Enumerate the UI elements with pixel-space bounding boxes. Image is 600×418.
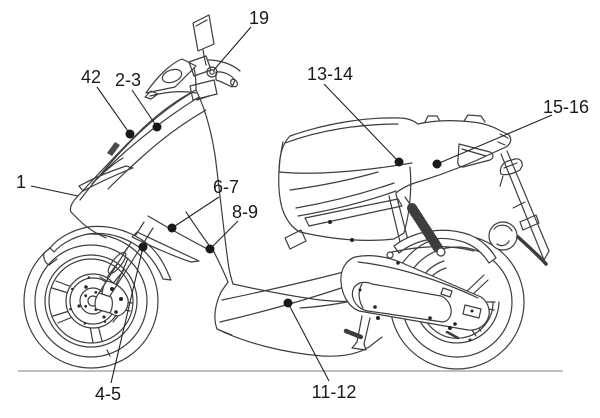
callout-label-8-9: 8-9 <box>232 202 258 222</box>
brake-lever <box>207 59 241 72</box>
leg-shield-edge <box>195 89 234 285</box>
grab-rail <box>424 115 441 123</box>
callout-11-12: 11-12 <box>283 298 357 402</box>
callout-label-2-3: 2-3 <box>115 70 141 90</box>
frame-underseat <box>284 193 409 250</box>
turn-signal <box>499 158 523 187</box>
callout-13-14: 13-14 <box>307 64 404 167</box>
callout-leader-11-12 <box>287 302 330 382</box>
callout-label-15-16: 15-16 <box>543 97 589 117</box>
callout-leader-19 <box>212 26 252 72</box>
brake-hose <box>115 257 129 285</box>
windscreen <box>145 58 197 97</box>
grab-rail-rear <box>463 114 486 123</box>
muffler <box>351 281 452 323</box>
callout-15-16: 15-16 <box>432 97 589 169</box>
callout-leader-6-7 <box>171 196 220 229</box>
callout-label-13-14: 13-14 <box>307 64 353 84</box>
callout-42: 42 <box>81 67 135 139</box>
callout-label-11-12: 11-12 <box>312 382 357 402</box>
scooter-artwork <box>23 14 550 370</box>
mirror <box>192 14 215 66</box>
callout-dot-42 <box>125 129 135 139</box>
front-fender <box>43 225 172 281</box>
callout-leader-42 <box>96 86 131 135</box>
engine-cover <box>340 246 490 331</box>
mirror-stem <box>202 49 207 66</box>
callout-6-7: 6-7 <box>167 177 239 233</box>
tire-valve <box>106 349 111 357</box>
shock-coil <box>407 203 443 253</box>
fairing-seam-lower <box>107 109 207 190</box>
callout-dot-15-16 <box>432 159 442 169</box>
license-plate-hanger <box>500 150 550 266</box>
callout-leader-1 <box>30 185 79 197</box>
front-fairing <box>69 89 234 285</box>
callout-2-3: 2-3 <box>115 70 162 132</box>
center-stand <box>343 315 460 351</box>
callout-label-19: 19 <box>249 8 269 28</box>
callouts: 19 42 2-3 13-14 15-16 1 <box>16 8 589 404</box>
front-fork <box>94 221 154 314</box>
callout-dot-11-12 <box>283 298 293 308</box>
callout-leader-4-5 <box>110 246 144 384</box>
exhaust-canister <box>488 221 518 251</box>
front-wheel <box>23 233 159 369</box>
callout-label-42: 42 <box>81 67 101 87</box>
body-side-panel <box>278 141 412 241</box>
handlebar <box>188 55 241 101</box>
callout-4-5: 4-5 <box>95 242 148 404</box>
callout-8-9: 8-9 <box>205 202 258 254</box>
callout-label-4-5: 4-5 <box>95 384 121 404</box>
side-panel-blade <box>131 231 200 263</box>
callout-19: 19 <box>212 8 269 72</box>
throttle-grip <box>215 71 236 88</box>
callout-label-6-7: 6-7 <box>213 177 239 197</box>
tail-section <box>395 114 512 194</box>
callout-dot-8-9 <box>205 244 215 254</box>
rear-shock <box>404 196 446 257</box>
callout-dot-4-5 <box>138 242 148 252</box>
callout-label-1: 1 <box>16 172 26 192</box>
callout-1: 1 <box>16 172 79 197</box>
callout-leader-15-16 <box>436 114 553 165</box>
callout-leader-2-3 <box>131 89 158 128</box>
callout-leader-13-14 <box>323 83 400 163</box>
callout-dot-6-7 <box>167 223 177 233</box>
callout-dot-2-3 <box>152 122 162 132</box>
stand-spring <box>343 328 364 340</box>
tail-vent <box>457 143 494 168</box>
callout-leader-8-9 <box>209 220 239 250</box>
callout-dot-13-14 <box>394 157 404 167</box>
instrument-cluster <box>161 68 183 84</box>
fairing-decal <box>107 142 120 156</box>
headlight-slot <box>78 165 134 192</box>
